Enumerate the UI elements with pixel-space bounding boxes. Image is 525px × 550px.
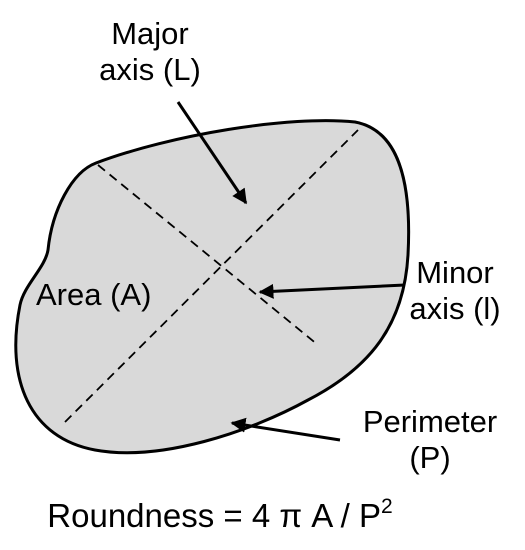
perimeter-label-line1: Perimeter: [362, 404, 498, 439]
major-axis-label-line1: Major: [111, 16, 189, 51]
major-axis-label-line2: axis (L): [99, 52, 201, 87]
roundness-formula-text: Roundness = 4 π A / P: [47, 497, 382, 534]
major-axis-arrow: [176, 101, 248, 205]
roundness-formula: Roundness = 4 π A / P2: [0, 496, 440, 536]
perimeter-label-line2: (P): [409, 440, 451, 475]
area-label: Area (A): [36, 277, 152, 312]
minor-axis-label-line2: axis (l): [409, 291, 501, 326]
roundness-formula-exponent: 2: [381, 495, 393, 518]
minor-axis-arrow: [258, 283, 406, 299]
minor-axis-label: Minor axis (l): [380, 255, 525, 327]
minor-axis-line: [97, 164, 319, 346]
particle-shape: [14, 119, 411, 455]
major-axis-label: Major axis (L): [70, 16, 230, 88]
perimeter-label: Perimeter (P): [340, 404, 520, 476]
perimeter-arrow: [230, 417, 341, 442]
minor-axis-label-line1: Minor: [416, 255, 494, 290]
major-axis-line: [64, 129, 359, 423]
